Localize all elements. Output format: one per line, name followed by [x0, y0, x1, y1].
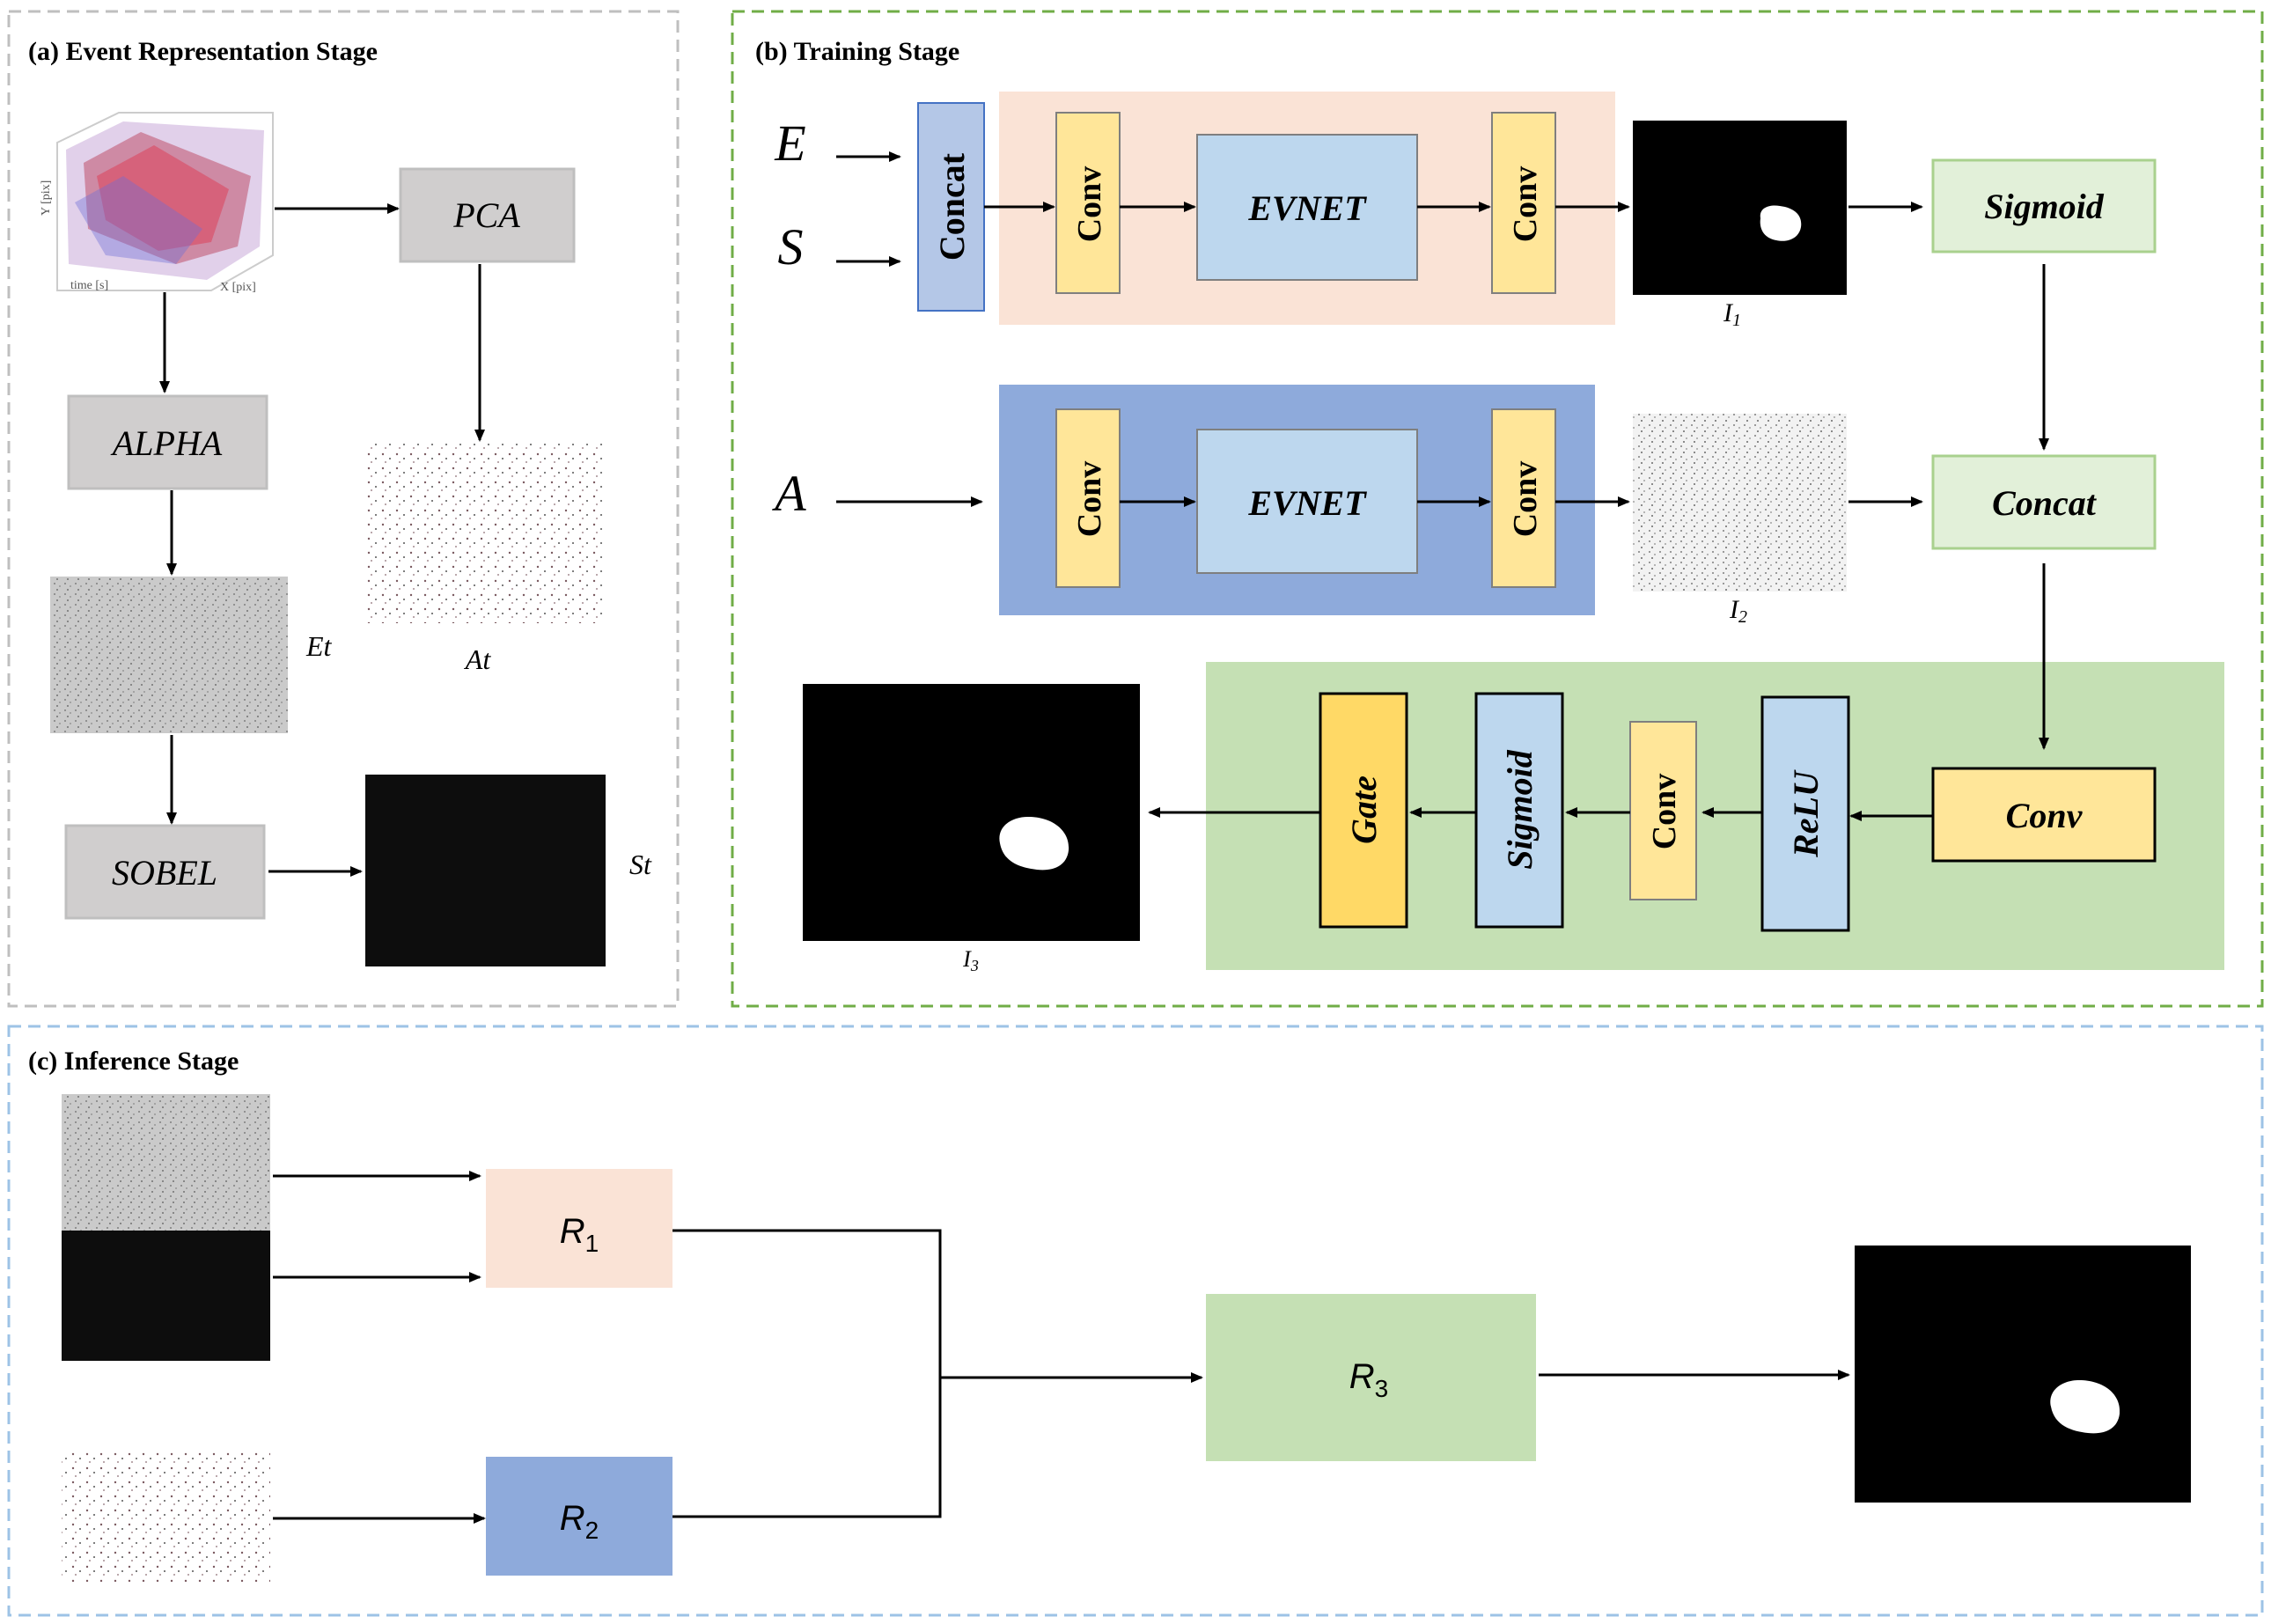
evnet1-box [1196, 134, 1418, 281]
i1-blob [1760, 205, 1802, 241]
conv5-box [1629, 721, 1697, 900]
relu-label: ReLU [1786, 769, 1826, 858]
i1-label: I1 [1723, 298, 1741, 330]
conv3-box [1055, 408, 1121, 588]
r3-box [1206, 1294, 1536, 1461]
r2-label-sub: 2 [585, 1517, 599, 1544]
sobel-box [64, 824, 266, 920]
i1-label-sub: 1 [1732, 311, 1741, 330]
st-label: St [629, 849, 652, 880]
et-image-shade [50, 577, 288, 733]
st-thumb [62, 1231, 270, 1361]
i1-label-main: I [1723, 298, 1734, 327]
connector-r2 [672, 1378, 942, 1518]
i2-label-main: I [1729, 595, 1740, 624]
conv1-box [1055, 112, 1121, 294]
event-cube-image: Y [pix] time [s] X [pix] [40, 112, 274, 294]
st-image [365, 775, 606, 966]
cube-axis-x: X [pix] [220, 281, 256, 294]
section-a-frame [7, 10, 680, 1008]
output-image [1855, 1246, 2191, 1503]
r1-label-main: R [560, 1212, 585, 1251]
at-image [365, 443, 606, 623]
alpha-label: ALPHA [110, 423, 223, 463]
input-a-label: A [771, 465, 806, 522]
i3-blob [999, 817, 1069, 871]
r1-box [486, 1169, 672, 1288]
i2-label: I2 [1729, 595, 1747, 627]
output-blob [2050, 1380, 2120, 1434]
pca-label: PCA [452, 195, 520, 235]
i3-label-main: I [962, 946, 972, 972]
r2-box [486, 1457, 672, 1576]
conv3-label: Conv [1071, 461, 1108, 538]
r3-label-sub: 3 [1375, 1375, 1389, 1402]
gate-label: Gate [1344, 775, 1384, 844]
et-image [50, 577, 288, 733]
concat-box [917, 102, 985, 312]
input-e-label: E [774, 114, 805, 172]
input-s-label: S [778, 218, 804, 276]
at-label: At [464, 643, 492, 675]
conv2-label: Conv [1507, 166, 1544, 243]
section-c-frame [7, 1025, 2264, 1617]
sigmoid2-box [1474, 692, 1564, 929]
cube-axis-y: Y [pix] [40, 180, 53, 216]
sigmoid-box [1931, 158, 2157, 254]
connector-r1 [672, 1229, 942, 1378]
i1-image [1633, 121, 1847, 295]
i3-image [803, 684, 1140, 941]
et-thumb [62, 1094, 270, 1231]
i2-image [1633, 414, 1847, 592]
r2-label: R2 [560, 1499, 599, 1544]
evnet1-label: EVNET [1247, 188, 1367, 228]
r2-label-main: R [560, 1499, 585, 1538]
conv-gate-box [1931, 767, 2157, 863]
conv4-box [1491, 408, 1556, 588]
at-thumb [62, 1452, 270, 1584]
r3-label-main: R [1349, 1357, 1375, 1396]
et-thumb-shade [62, 1094, 270, 1231]
i3-label-sub: 3 [970, 957, 979, 974]
concat-label: Concat [932, 152, 972, 261]
cube-axis-time: time [s] [70, 279, 108, 292]
section-b-frame [731, 10, 2264, 1008]
sigmoid-label: Sigmoid [1984, 187, 2105, 226]
r1-label: R1 [560, 1212, 599, 1257]
pca-box [399, 167, 576, 263]
evnet2-box [1196, 429, 1418, 574]
conv2-box [1491, 112, 1556, 294]
section-a-title: (a) Event Representation Stage [28, 37, 378, 66]
sigmoid2-label: Sigmoid [1500, 749, 1540, 870]
et-label: Et [305, 630, 333, 662]
r1-label-sub: 1 [585, 1230, 599, 1257]
conv5-label: Conv [1646, 774, 1683, 850]
gate-box [1319, 692, 1408, 929]
evnet2-label: EVNET [1247, 483, 1367, 523]
alpha-box [67, 394, 268, 490]
section-c-title: (c) Inference Stage [28, 1047, 239, 1076]
concat-green-box [1931, 454, 2157, 550]
conv1-label: Conv [1071, 166, 1108, 243]
sobel-label: SOBEL [112, 853, 217, 893]
conv-gate-label: Conv [2006, 796, 2084, 835]
i3-label: I3 [962, 946, 979, 974]
section-b-title: (b) Training Stage [755, 37, 959, 66]
i2-label-sub: 2 [1738, 607, 1747, 627]
conv4-label: Conv [1507, 461, 1544, 538]
concat-green-label: Concat [1992, 483, 2098, 523]
r3-label: R3 [1349, 1357, 1388, 1402]
